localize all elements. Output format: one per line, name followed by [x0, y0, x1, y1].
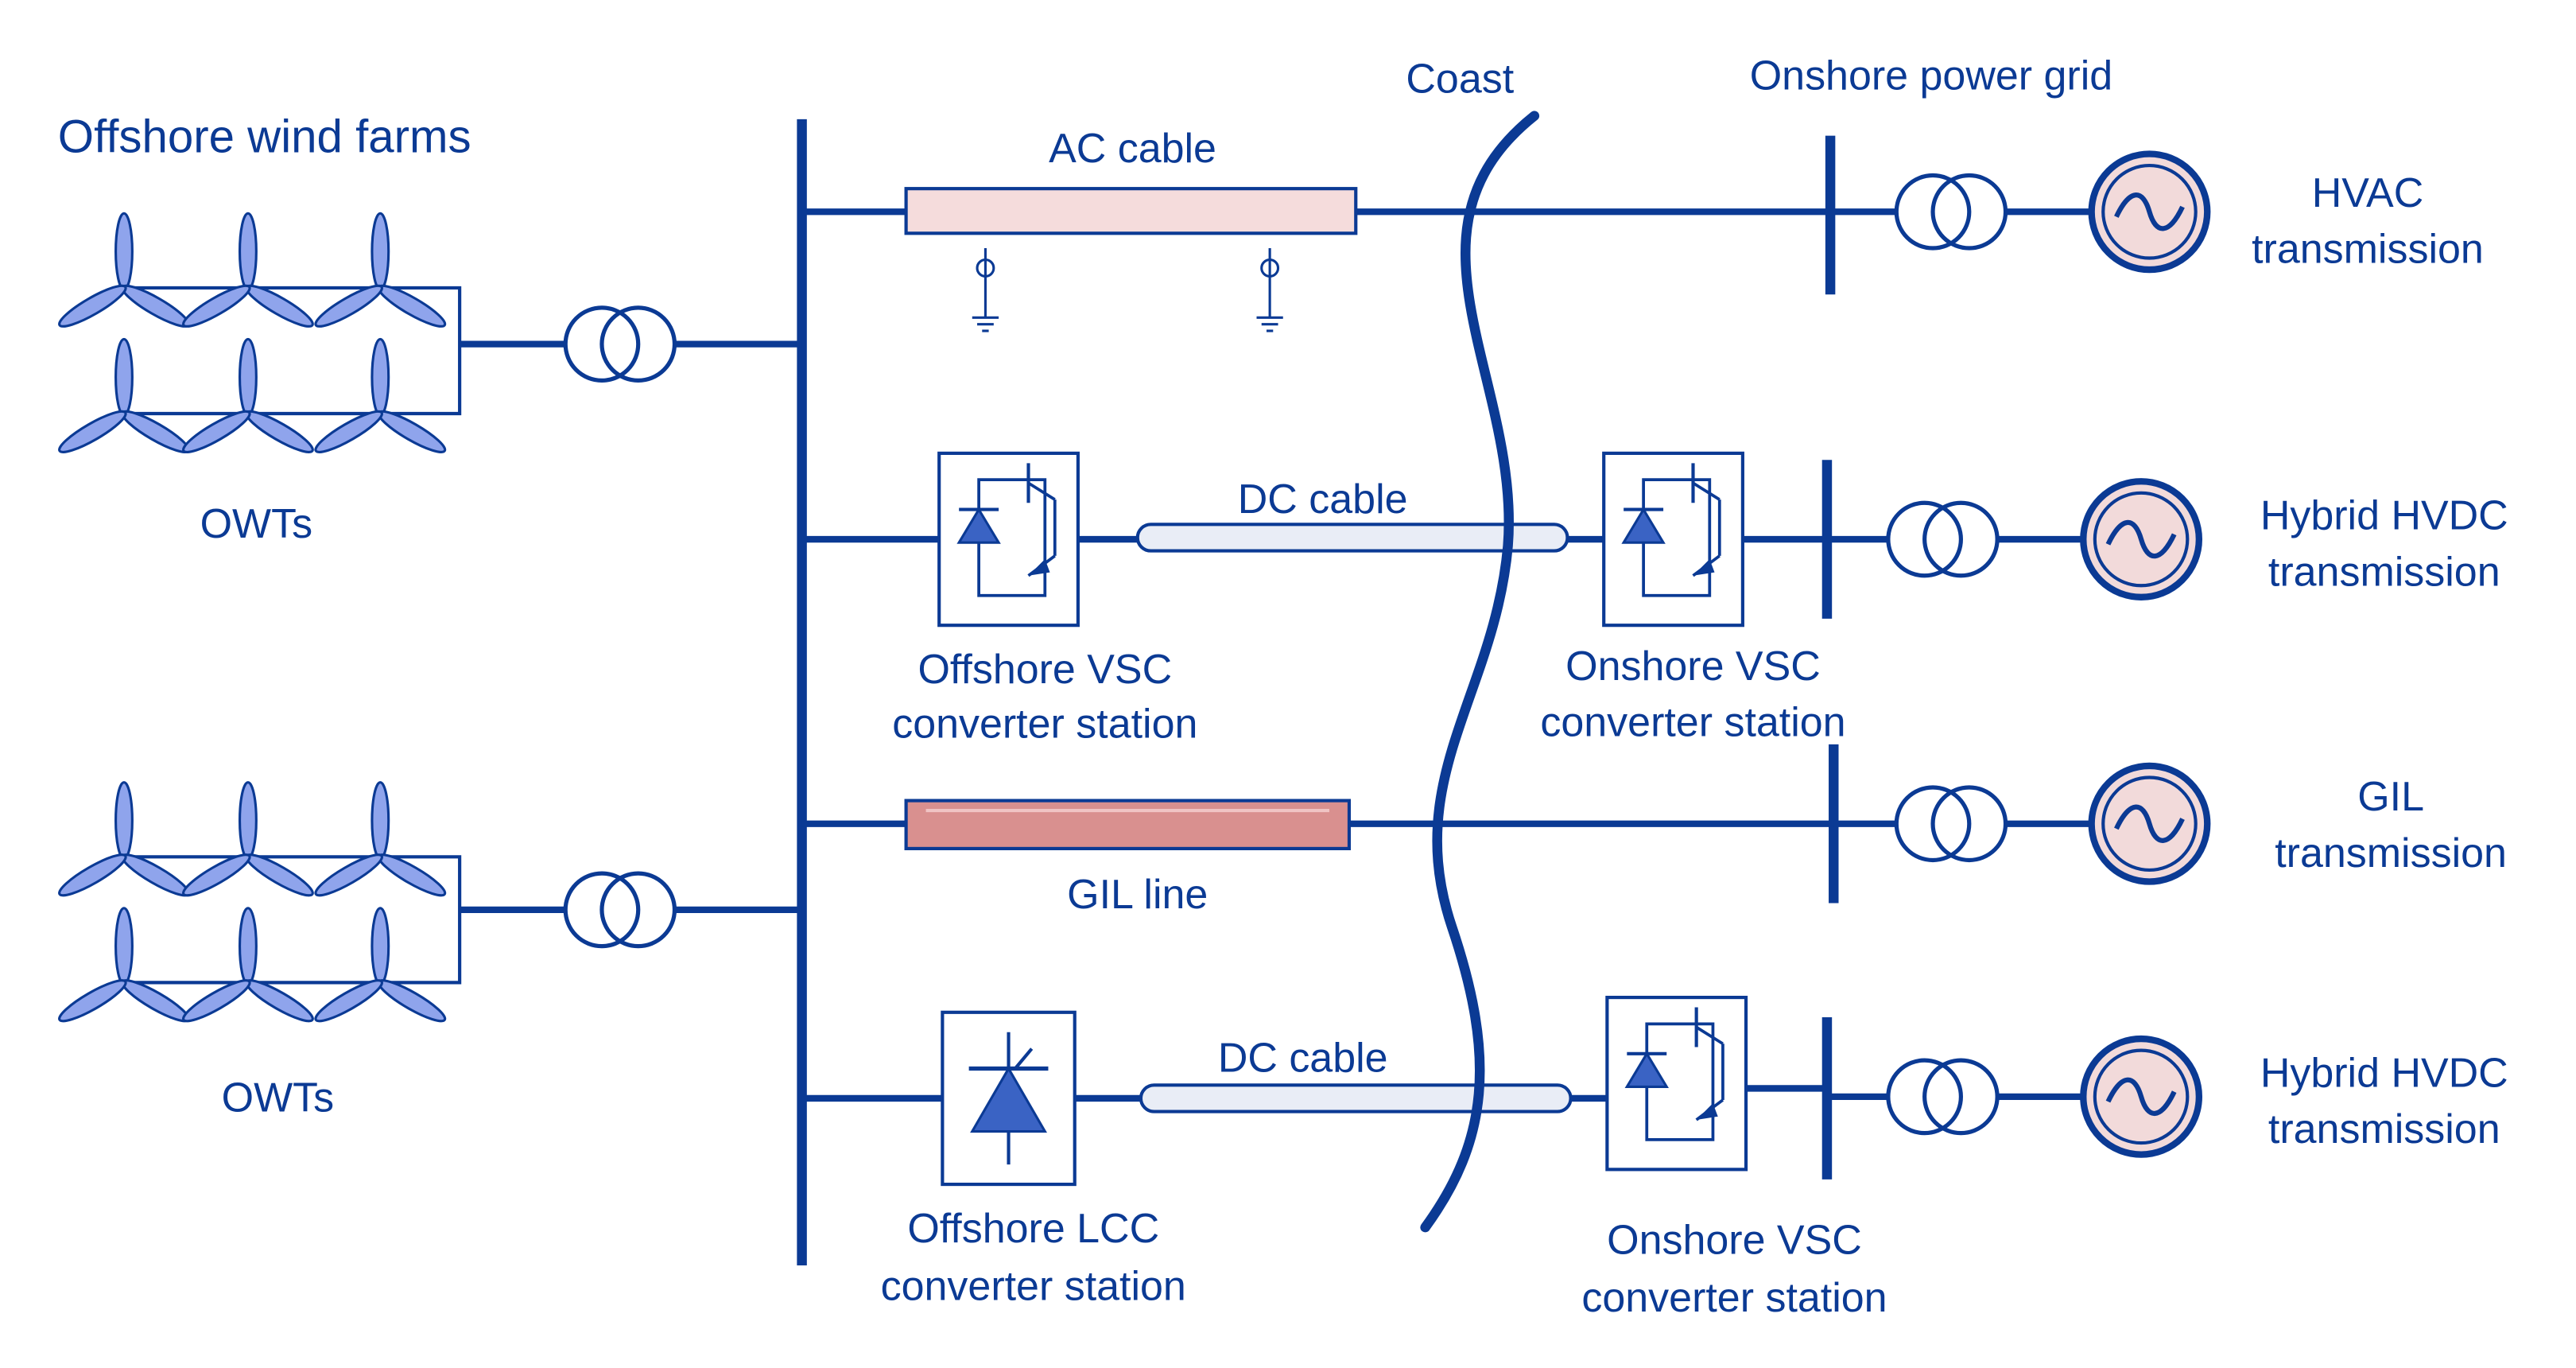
label-owts-bottom: OWTs [222, 1075, 334, 1121]
label-hvac-2: transmission [2252, 227, 2484, 273]
wind-farm-top [54, 212, 802, 460]
transformer-icon [565, 308, 674, 381]
gil-row [801, 744, 2208, 904]
transformer-icon [1896, 787, 2005, 861]
label-hybrid2-2: transmission [2268, 1106, 2500, 1152]
label-dc-cable-2: DC cable [1218, 1036, 1388, 1082]
gil-line [904, 799, 1352, 850]
offshore-vsc-icon [939, 453, 1078, 625]
generator-icon [2083, 1039, 2199, 1155]
hybrid-hvdc-row-2 [801, 997, 2199, 1184]
generator-icon [2092, 154, 2208, 270]
transformer-icon [565, 873, 674, 946]
label-offshore-lcc-2: converter station [881, 1264, 1186, 1310]
label-onshore-power-grid: Onshore power grid [1750, 52, 2112, 99]
hybrid-hvdc-row-1 [801, 453, 2199, 625]
coastline [1420, 111, 1540, 1233]
label-onshore-vsc1-2: converter station [1540, 700, 1845, 746]
label-hybrid1-1: Hybrid HVDC [2260, 493, 2508, 539]
ac-cable [904, 187, 1358, 235]
label-hybrid1-2: transmission [2268, 549, 2500, 595]
label-onshore-vsc2-1: Onshore VSC [1607, 1217, 1862, 1263]
label-gil-2: transmission [2275, 830, 2507, 876]
label-ac-cable: AC cable [1049, 126, 1216, 172]
label-gil-line: GIL line [1067, 872, 1208, 918]
label-onshore-vsc1-1: Onshore VSC [1565, 643, 1821, 690]
generator-icon [2083, 481, 2199, 597]
transformer-icon [1896, 176, 2005, 249]
label-hvac-1: HVAC [2312, 170, 2424, 216]
onshore-vsc-icon [1607, 997, 1746, 1169]
label-gil-1: GIL [2357, 774, 2424, 820]
label-onshore-vsc2-2: converter station [1581, 1275, 1887, 1321]
label-dc-cable-1: DC cable [1238, 476, 1408, 523]
dc-cable-2 [1139, 1083, 1573, 1113]
hvac-row [801, 135, 2208, 332]
label-owts-top: OWTs [200, 501, 312, 547]
offshore-lcc-icon [942, 1012, 1074, 1184]
ground-icon [1255, 247, 1285, 332]
label-offshore-vsc-2: converter station [892, 701, 1197, 748]
wind-farm-bottom [54, 781, 802, 1028]
label-offshore-vsc-1: Offshore VSC [918, 647, 1172, 693]
label-offshore-lcc-1: Offshore LCC [907, 1206, 1159, 1252]
label-coast: Coast [1406, 56, 1514, 103]
ground-icon [971, 247, 1000, 332]
transformer-icon [1888, 503, 1997, 576]
onshore-vsc-icon [1604, 453, 1743, 625]
transformer-icon [1888, 1060, 1997, 1133]
generator-icon [2092, 766, 2208, 882]
title-offshore-wind-farms: Offshore wind farms [58, 111, 471, 162]
label-hybrid2-1: Hybrid HVDC [2260, 1050, 2508, 1096]
